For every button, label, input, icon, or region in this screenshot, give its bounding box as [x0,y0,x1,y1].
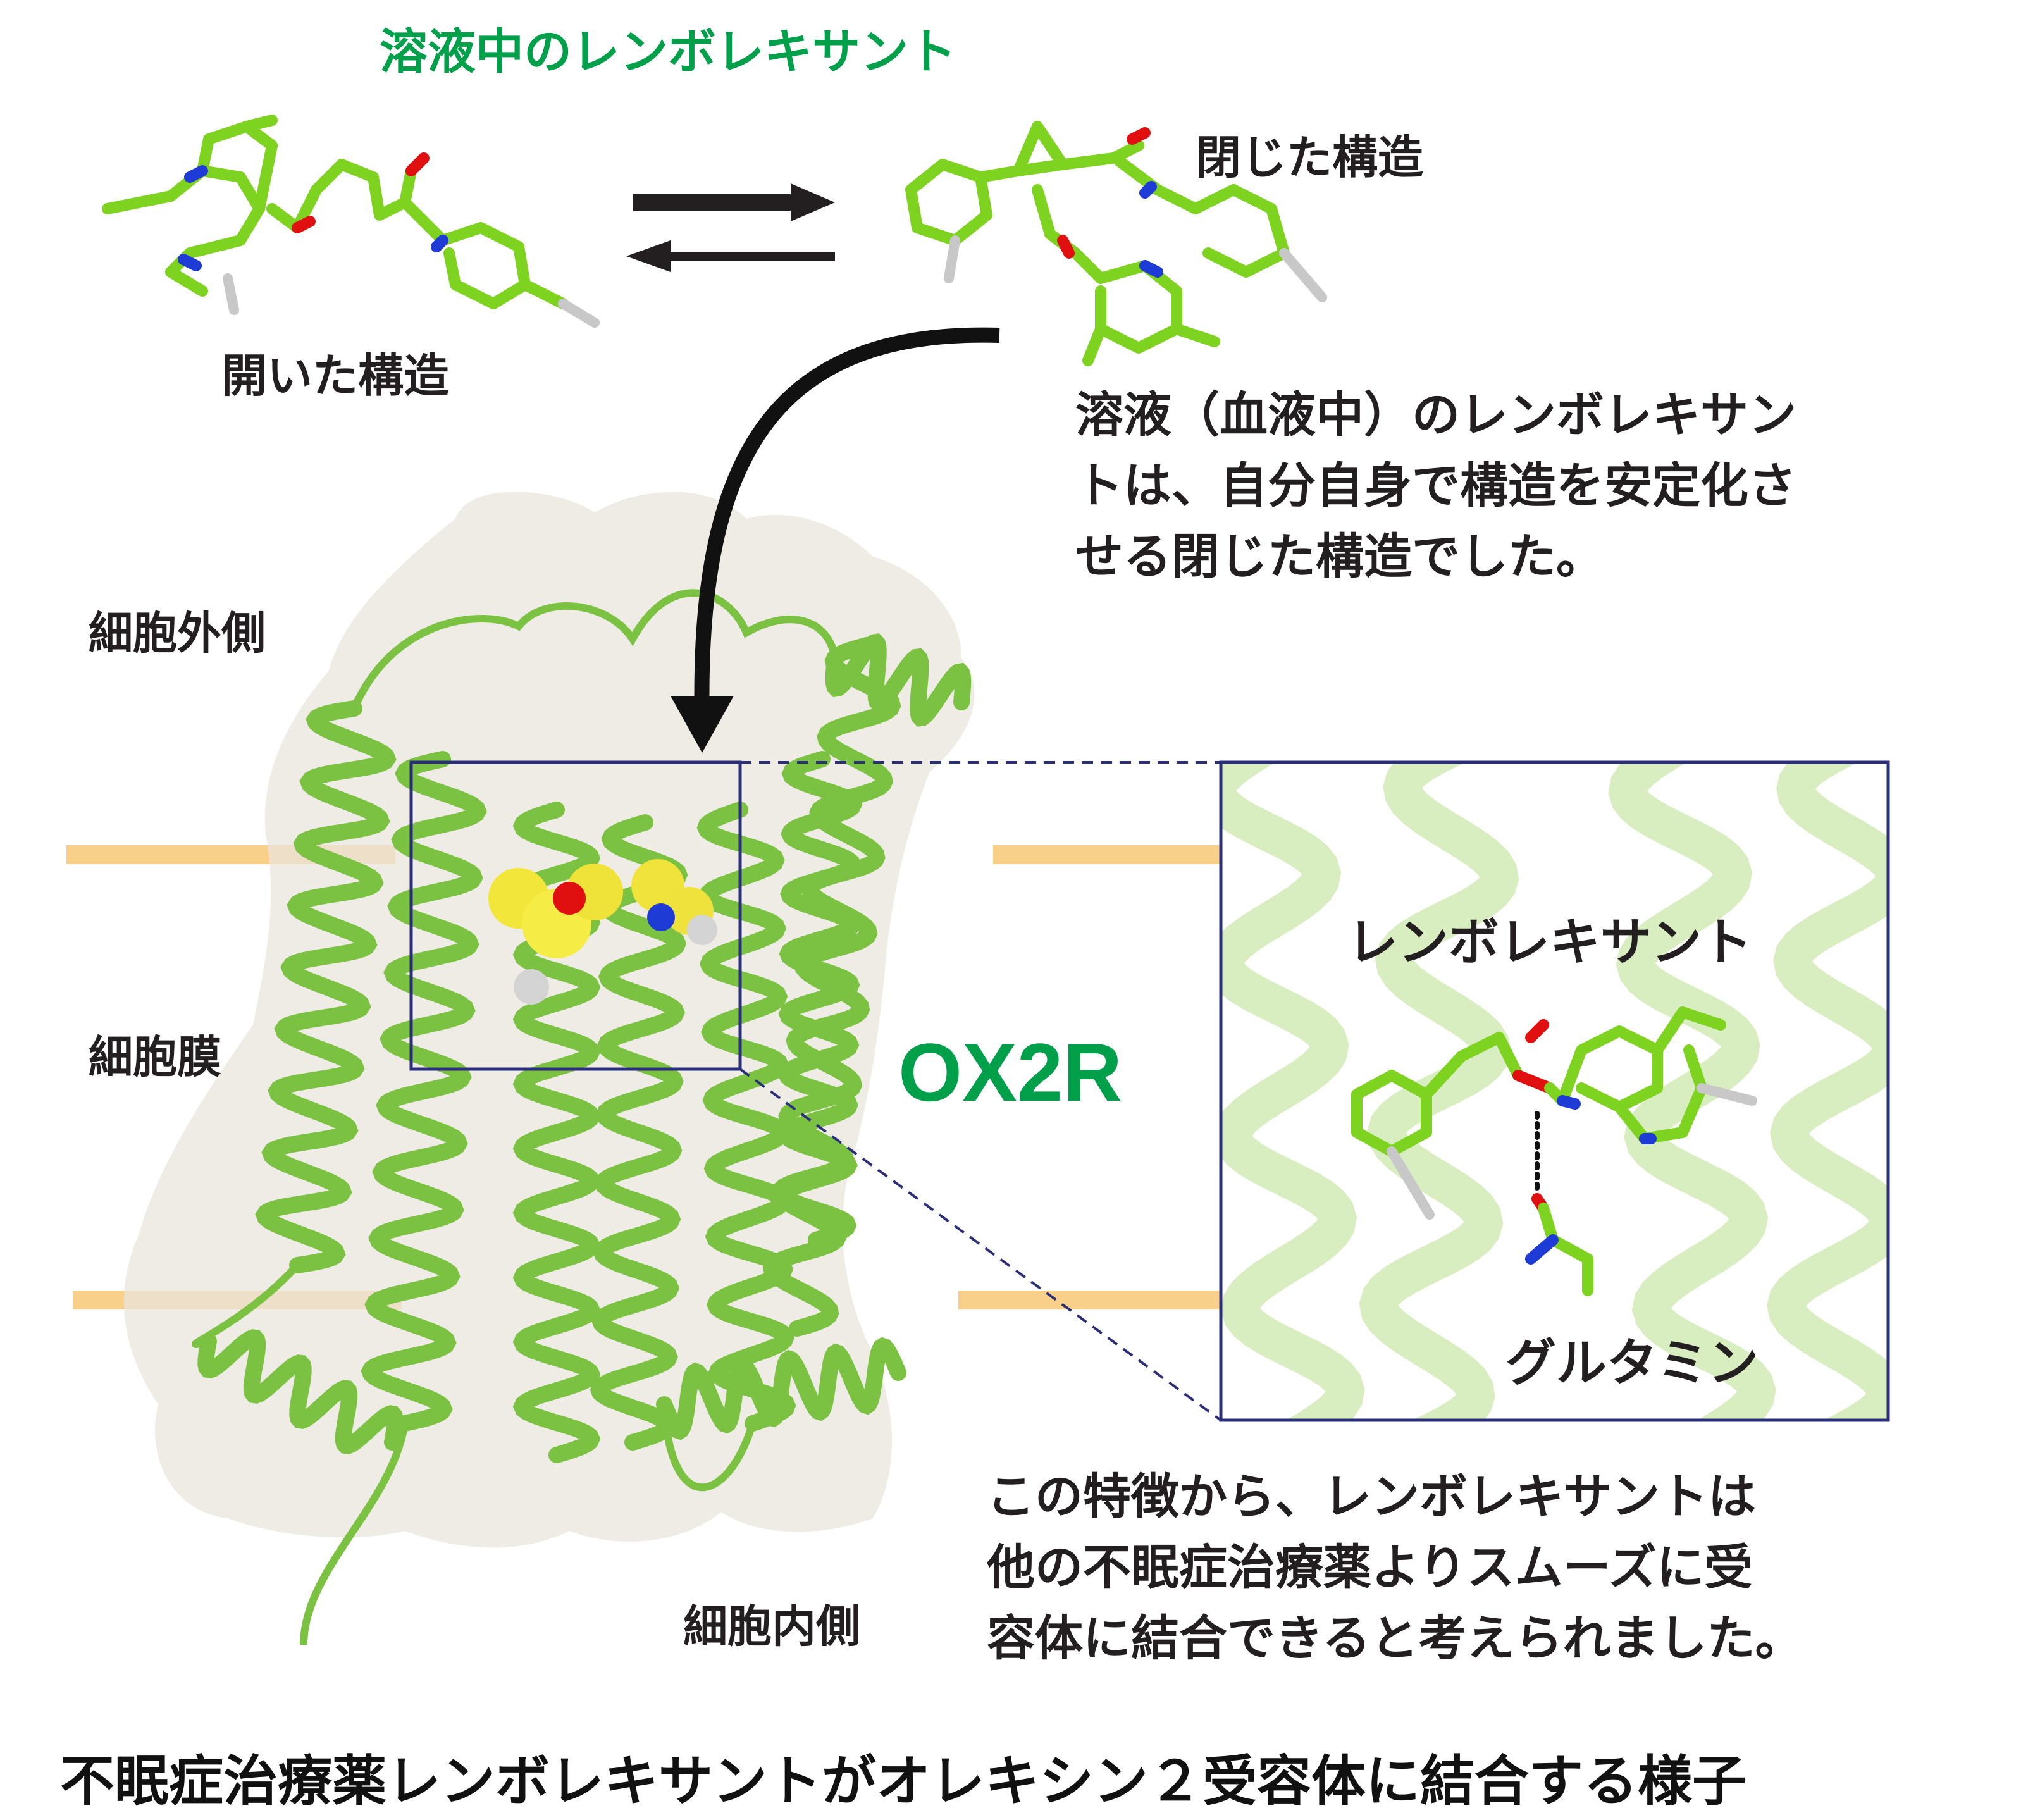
membrane-line-lower-right [958,1291,1227,1309]
inset-ligand-label: レンボレキサント [1347,913,1752,972]
receptor-label: OX2R [898,1026,1123,1118]
solution-title: 溶液中のレンボレキサント [380,23,956,80]
inset-helix-ribbon [1608,762,1776,1420]
ligand-sphere [514,969,549,1005]
zoom-line-bottom [739,1068,1222,1421]
equilibrium-arrows [626,183,835,272]
ligand-sphere [687,915,717,945]
bound-ligand-spheres [488,859,717,1005]
inset-residue-label: グルタミン [1505,1334,1759,1392]
inset-panel [1219,760,1890,1422]
helix-ribbon [197,1329,404,1454]
figure-caption: 不眠症治療薬レンボレキサントがオレキシン２受容体に結合する様子 [60,1750,1746,1813]
loop-region [191,589,839,1645]
receptor-helices [191,589,972,1645]
inset-helix-ribbon [1359,762,1519,1420]
explanation-line: トは、自分自身で構造を安定化さ [1075,457,1796,514]
inset-background-helices [1221,762,1888,1420]
open-structure-molecule [102,115,600,328]
intracellular-label: 細胞内側 [683,1600,860,1652]
conclusion-line: この特徴から、レンボレキサントは [987,1468,1756,1525]
binding-arrow [694,327,1000,722]
helix-ribbon [255,700,397,1273]
explanation-text: 溶液（血液中）のレンボレキサン トは、自分自身で構造を安定化さ せる閉じた構造で… [1075,380,1796,592]
open-structure-label: 開いた構造 [221,349,450,402]
inset-helix-ribbon [1221,762,1365,1420]
conclusion-line: 他の不眠症治療薬よりスムーズに受 [987,1539,1753,1595]
inset-ligand-sticks [1351,1006,1757,1296]
explanation-line: 溶液（血液中）のレンボレキサン [1075,387,1796,443]
closed-structure-molecule [905,121,1327,366]
extracellular-label: 細胞外側 [89,607,266,659]
binding-pocket-box [409,760,742,1071]
membrane-label: 細胞膜 [89,1031,221,1083]
membrane-line-upper-right [993,845,1227,864]
binding-arrow-head [671,696,734,753]
helix-ribbon [762,637,901,1337]
conclusion-line: 容体に結合できると考えられました。 [987,1610,1803,1666]
helix-ribbon [696,802,796,1432]
inset-helix-ribbon [1766,762,1888,1420]
helix-ribbon [825,633,972,727]
ligand-sphere [553,882,586,915]
conclusion-text: この特徴から、レンボレキサントは 他の不眠症治療薬よりスムーズに受 容体に結合で… [987,1461,1803,1674]
explanation-line: せる閉じた構造でした。 [1075,528,1604,585]
ligand-sphere [647,903,675,931]
helix-ribbon [590,814,688,1451]
closed-structure-label: 閉じた構造 [1196,131,1424,184]
helix-ribbon [656,1337,906,1440]
helix-ribbon [361,751,487,1432]
